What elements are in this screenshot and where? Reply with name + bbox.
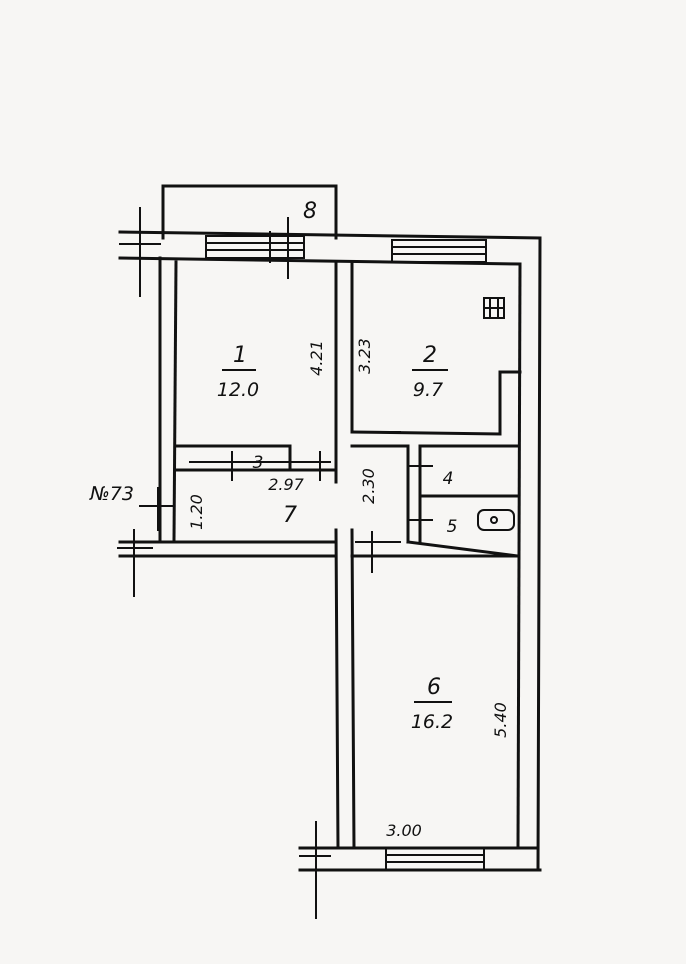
room-3-number: 3 bbox=[253, 453, 264, 473]
room-6-width-dim: 3.00 bbox=[386, 821, 422, 840]
room-2-area: 9.7 bbox=[413, 379, 443, 401]
hall-length-dim: 2.97 bbox=[268, 475, 304, 494]
room-1-area: 12.0 bbox=[217, 379, 259, 401]
room-5-number: 5 bbox=[447, 517, 458, 537]
bathtub-icon bbox=[477, 509, 515, 531]
windows bbox=[205, 235, 487, 871]
ventilation-grid-icon bbox=[483, 297, 505, 319]
room-6-depth-dim: 5.40 bbox=[491, 702, 510, 738]
room-2-number: 2 bbox=[423, 343, 437, 368]
room-4-number: 4 bbox=[443, 469, 454, 489]
room-8-number: 8 bbox=[303, 199, 317, 224]
apartment-number-label: №73 bbox=[89, 483, 134, 505]
room-2-depth-dim: 3.23 bbox=[355, 338, 374, 374]
interior-walls bbox=[174, 262, 522, 558]
balcony-outline bbox=[161, 184, 338, 240]
room-1-depth-dim: 4.21 bbox=[307, 340, 326, 376]
room-1-number: 1 bbox=[233, 343, 247, 368]
room-7-number: 7 bbox=[283, 503, 297, 528]
corridor-length-dim: 2.30 bbox=[359, 468, 378, 504]
dimension-lines bbox=[117, 207, 433, 919]
hall-width-dim: 1.20 bbox=[187, 494, 206, 530]
room-6-number: 6 bbox=[427, 675, 441, 700]
room-6-area: 16.2 bbox=[411, 711, 453, 733]
